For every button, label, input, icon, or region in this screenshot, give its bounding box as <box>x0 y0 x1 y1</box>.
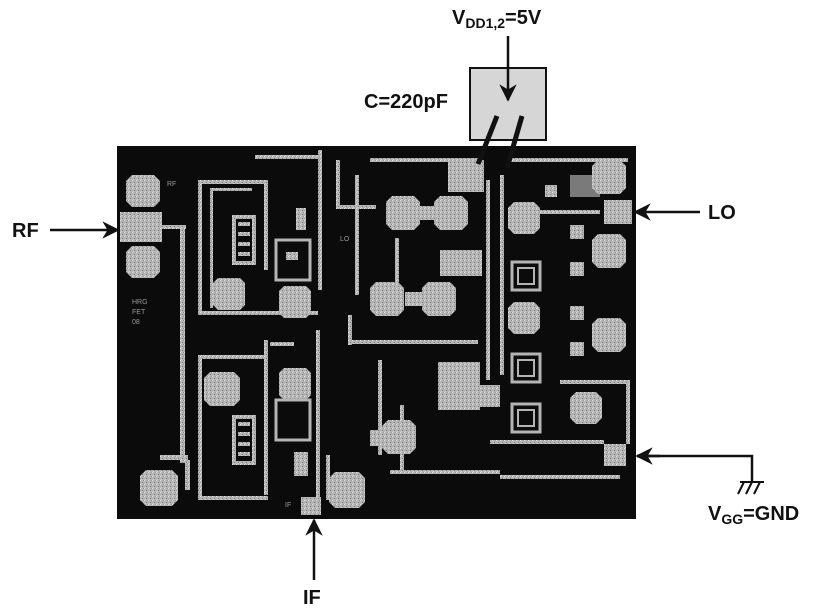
pad <box>126 246 160 278</box>
chip-markings: RF LO IF HRG FET 08 <box>132 181 350 509</box>
pad <box>592 318 626 352</box>
if-label: IF <box>303 587 321 609</box>
logo-line-3: 08 <box>132 319 140 326</box>
pad <box>592 234 626 268</box>
pad <box>604 200 632 224</box>
vdd-label-main: V <box>452 7 466 29</box>
pad <box>120 212 162 242</box>
if-marking: IF <box>285 502 291 509</box>
pad <box>301 497 321 515</box>
pad <box>434 196 468 230</box>
pad <box>508 302 540 334</box>
pad <box>279 286 311 318</box>
vdd-label-subscript: DD1,2 <box>465 15 506 31</box>
signal-arrows <box>50 36 754 580</box>
pad <box>213 278 245 310</box>
pad <box>508 202 540 234</box>
ground-symbol <box>737 481 764 495</box>
pad <box>329 472 365 508</box>
logo-line-1: HRG <box>132 299 148 306</box>
pad <box>140 470 178 506</box>
vgg-label-value: =GND <box>743 503 800 525</box>
pad <box>422 282 456 316</box>
bond-wire <box>475 115 500 165</box>
pad <box>126 175 160 207</box>
vgg-label: VGG=GND <box>708 503 800 527</box>
bond-wire <box>504 115 525 169</box>
logo-line-2: FET <box>132 309 146 316</box>
vgg-wire <box>637 454 754 482</box>
pad <box>592 160 626 194</box>
pad <box>570 392 602 424</box>
capacitor-label: C=220pF <box>364 91 448 113</box>
pad <box>279 368 311 400</box>
vdd-label-value: =5V <box>505 7 542 29</box>
lo-marking: LO <box>340 236 350 243</box>
vgg-label-subscript: GG <box>721 511 744 527</box>
pad <box>382 420 416 454</box>
pad <box>204 372 240 406</box>
rf-label: RF <box>12 220 39 242</box>
vdd-label: VDD1,2=5V <box>452 7 542 31</box>
vgg-label-main: V <box>708 503 722 525</box>
chip-die <box>117 146 636 519</box>
lo-label: LO <box>708 202 736 224</box>
chip-metallization <box>120 150 632 515</box>
pad <box>386 196 420 230</box>
pad <box>604 444 626 466</box>
rf-marking: RF <box>167 181 176 188</box>
